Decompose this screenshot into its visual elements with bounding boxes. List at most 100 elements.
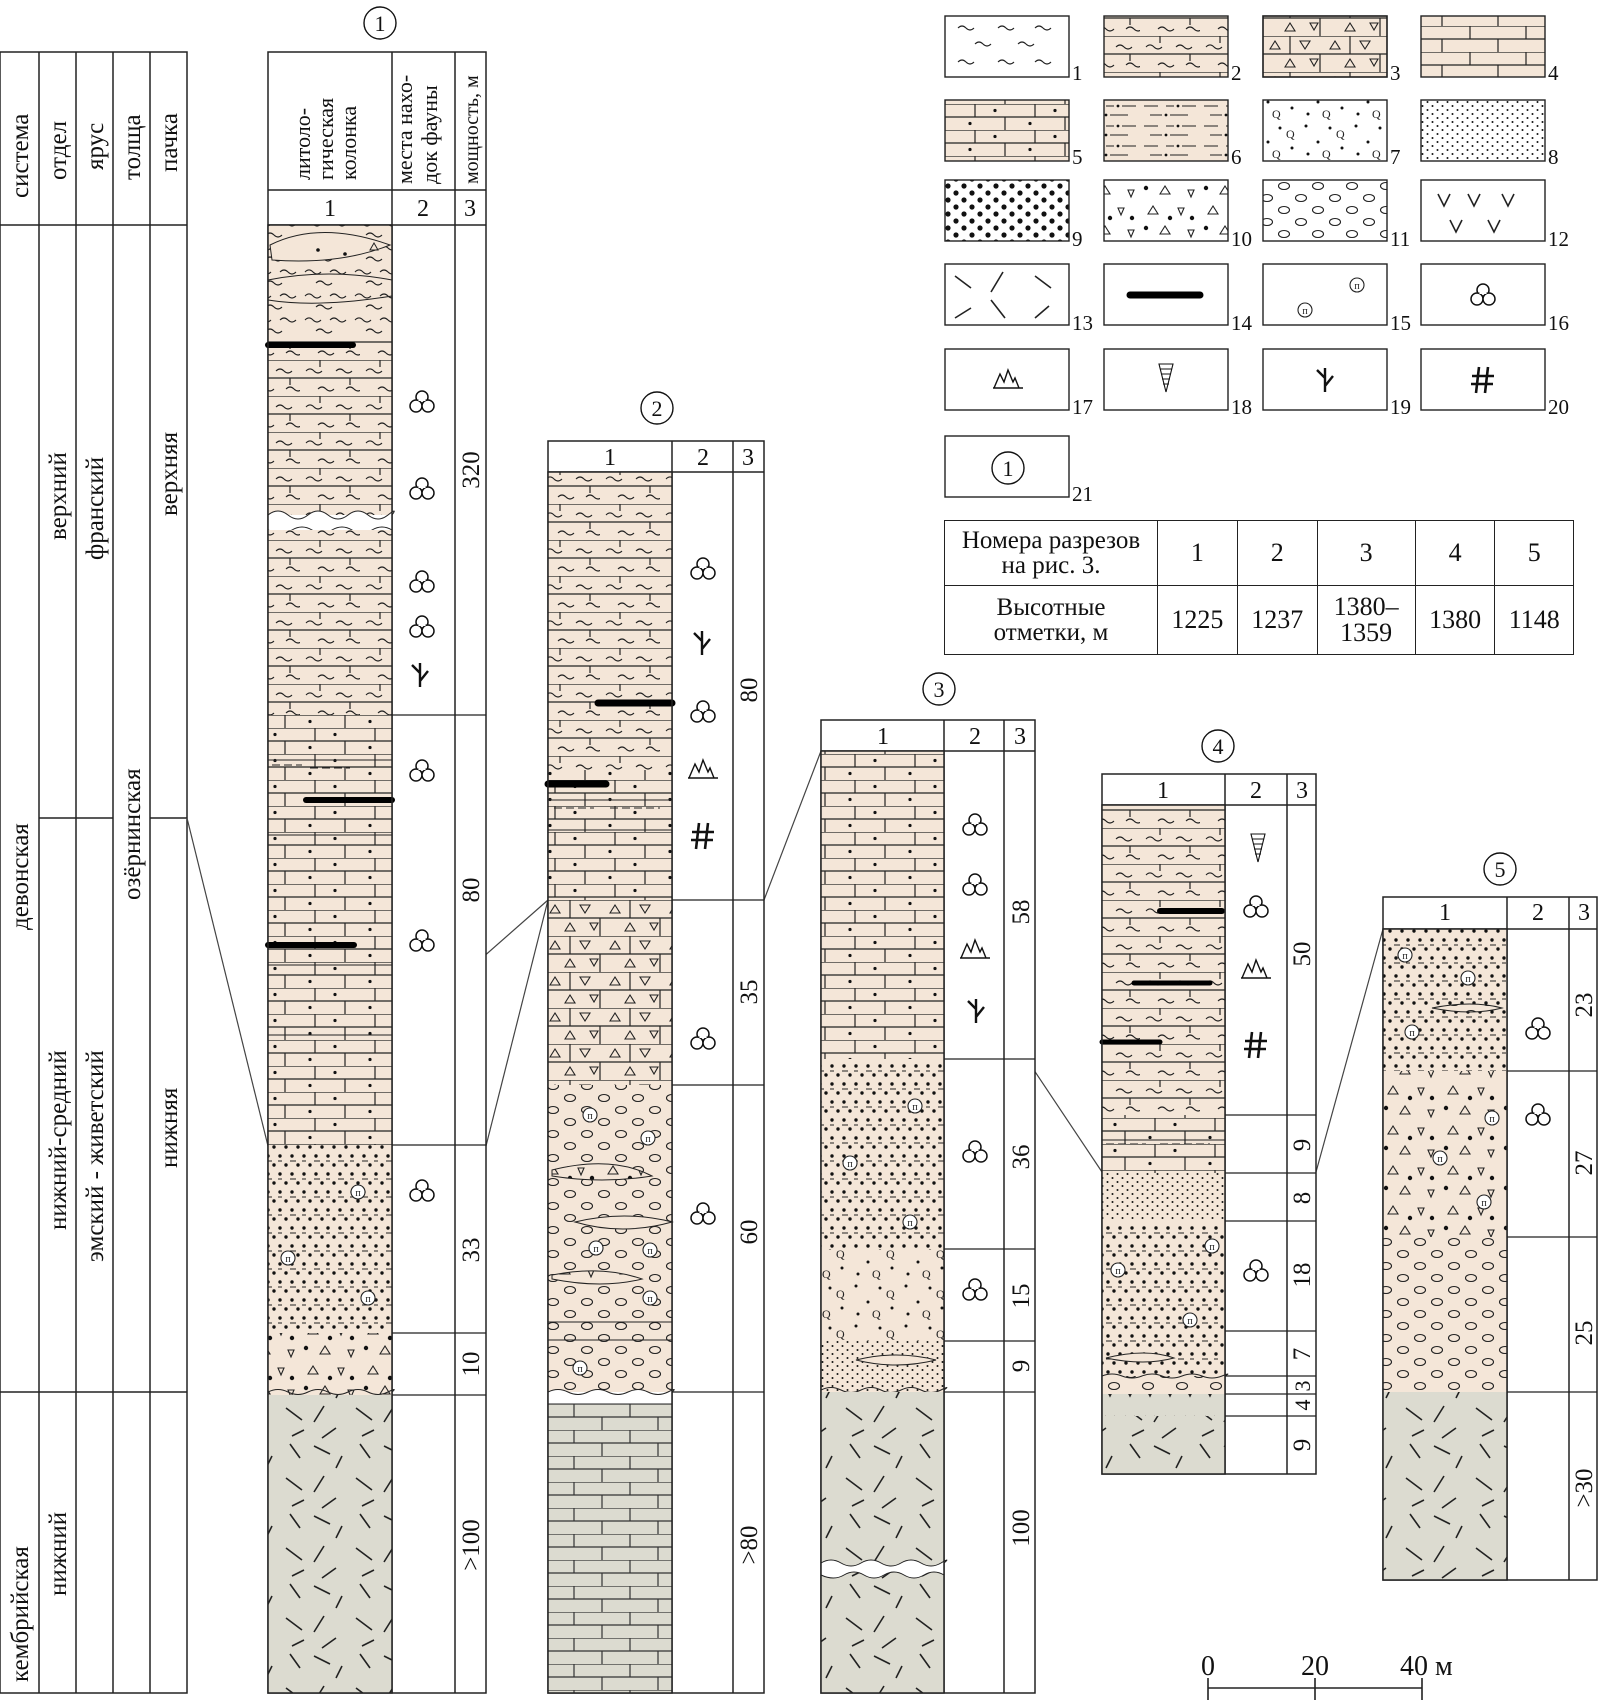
thickness-4-6: 4 <box>1290 1400 1315 1411</box>
section-5-number: 5 <box>1495 857 1506 882</box>
section-num-cell: 1 <box>1157 520 1238 586</box>
thickness-2-2: 60 <box>736 1220 763 1245</box>
thickness-3-3: 9 <box>1008 1360 1035 1373</box>
series-upper: верхний <box>45 452 72 540</box>
thickness-4-3: 18 <box>1289 1263 1316 1288</box>
col-num-2: 2 <box>697 445 709 471</box>
thickness-4-4: 7 <box>1289 1348 1316 1361</box>
col-num-2: 2 <box>969 724 981 750</box>
scale-0: 0 <box>1201 1651 1215 1682</box>
system-devonian: девонская <box>7 823 34 930</box>
thickness-1-3: 10 <box>458 1352 485 1377</box>
elevation-cell: 1148 <box>1494 585 1574 655</box>
member-upper: верхняя <box>156 431 183 516</box>
head-lith-1: литоло- <box>290 108 315 180</box>
head-fauna-2: док фауны <box>417 85 442 184</box>
elevation-cell: 1237 <box>1236 585 1318 655</box>
legend-num-2: 2 <box>1231 61 1242 85</box>
section-num-cell: 4 <box>1414 520 1496 586</box>
section-1-number: 1 <box>375 11 386 36</box>
section-num-cell: 3 <box>1316 520 1416 586</box>
header-tolsha: толща <box>119 114 146 180</box>
thickness-2-3: >80 <box>736 1525 763 1564</box>
head-lith-3: колонка <box>336 106 361 180</box>
legend-num-21: 21 <box>1072 482 1093 506</box>
col-num-1: 1 <box>1157 778 1169 804</box>
legend-num-6: 6 <box>1231 145 1242 169</box>
row1-label-line1: Номера разрезов <box>961 527 1141 554</box>
thickness-1-2: 33 <box>458 1238 485 1263</box>
legend-num-7: 7 <box>1390 145 1401 169</box>
section-5-column: 5 1 2 3 23 27 25 >30 <box>1382 852 1598 1581</box>
legend: 1 1 2 3 4 5 6 7 8 9 10 11 12 13 14 15 16… <box>944 15 1569 506</box>
legend-num-16: 16 <box>1548 311 1569 335</box>
elevation-3-bottom: 1359 <box>1340 618 1393 647</box>
col-num-1: 1 <box>1439 900 1451 926</box>
elevation-cell-range: 1380–1359 <box>1316 585 1416 655</box>
thickness-3-2: 15 <box>1008 1284 1035 1309</box>
row1-label-line2: на рис. 3. <box>1001 552 1101 579</box>
col-num-2: 2 <box>1250 778 1262 804</box>
legend-num-9: 9 <box>1072 227 1083 251</box>
stage-frasnian: франский <box>82 457 109 560</box>
legend-num-19: 19 <box>1390 395 1411 419</box>
member-lower: нижняя <box>156 1087 183 1168</box>
col-num-1: 1 <box>877 724 889 750</box>
legend-num-1: 1 <box>1072 61 1083 85</box>
legend-num-8: 8 <box>1548 145 1559 169</box>
thickness-1-1: 80 <box>458 878 485 903</box>
legend-num-10: 10 <box>1231 227 1252 251</box>
section-num-cell: 5 <box>1494 520 1574 586</box>
elevation-3-top: 1380– <box>1333 592 1399 621</box>
thickness-3-1: 36 <box>1008 1145 1035 1170</box>
col-num-2: 2 <box>1532 900 1544 926</box>
system-cambrian: кембрийская <box>7 1546 34 1682</box>
section-3-number: 3 <box>934 677 945 702</box>
legend-num-5: 5 <box>1072 145 1083 169</box>
thickness-2-1: 35 <box>736 980 763 1005</box>
thickness-5-1: 27 <box>1571 1151 1598 1176</box>
col-num-3: 3 <box>1014 724 1026 750</box>
section-2-number: 2 <box>652 396 663 421</box>
thickness-3-4: 100 <box>1008 1509 1035 1547</box>
series-lower-middle: нижний-средний <box>45 1050 72 1230</box>
header-sistema: система <box>7 114 34 198</box>
legend-num-20: 20 <box>1548 395 1569 419</box>
section-4-column: 4 1 2 3 50 9 8 18 7 <box>1099 729 1317 1475</box>
col-num-3: 3 <box>464 196 476 222</box>
elevation-cell: 1380 <box>1414 585 1496 655</box>
section-4-number: 4 <box>1213 734 1224 759</box>
head-lith-2: гическая <box>313 98 338 180</box>
legend-num-18: 18 <box>1231 395 1252 419</box>
thickness-5-0: 23 <box>1571 993 1598 1018</box>
col-num-3: 3 <box>1296 778 1308 804</box>
thickness-5-2: 25 <box>1571 1321 1598 1346</box>
thickness-4-5: 3 <box>1290 1381 1315 1392</box>
section-2-column: 2 1 2 3 80 35 60 > <box>544 391 765 1694</box>
row2-label-line1: Высотные <box>996 594 1106 621</box>
thickness-4-0: 50 <box>1289 942 1316 967</box>
scale-40: 40 м <box>1400 1651 1453 1682</box>
thickness-4-7: 9 <box>1289 1439 1316 1452</box>
legend-num-3: 3 <box>1390 61 1401 85</box>
section-3-column: 3 1 2 3 58 36 15 9 100 <box>820 672 1036 1694</box>
col-num-2: 2 <box>417 196 429 222</box>
legend-num-17: 17 <box>1072 395 1093 419</box>
legend-num-12: 12 <box>1548 227 1569 251</box>
legend-num-13: 13 <box>1072 311 1093 335</box>
elevation-cell: 1225 <box>1157 585 1238 655</box>
header-pachka: пачка <box>156 113 183 172</box>
scale-bar: 0 20 40 м <box>1201 1651 1453 1700</box>
legend-num-15: 15 <box>1390 311 1411 335</box>
section-1-column: 1 литоло- гическая колонка места нахо- д… <box>265 6 487 1694</box>
head-thickness: мощность, м <box>461 75 483 184</box>
thickness-2-0: 80 <box>736 678 763 703</box>
col-num-3: 3 <box>742 445 754 471</box>
row2-label-line2: отметки, м <box>993 619 1109 646</box>
stage-emsian-givetian: эмский - живетский <box>82 1050 109 1262</box>
